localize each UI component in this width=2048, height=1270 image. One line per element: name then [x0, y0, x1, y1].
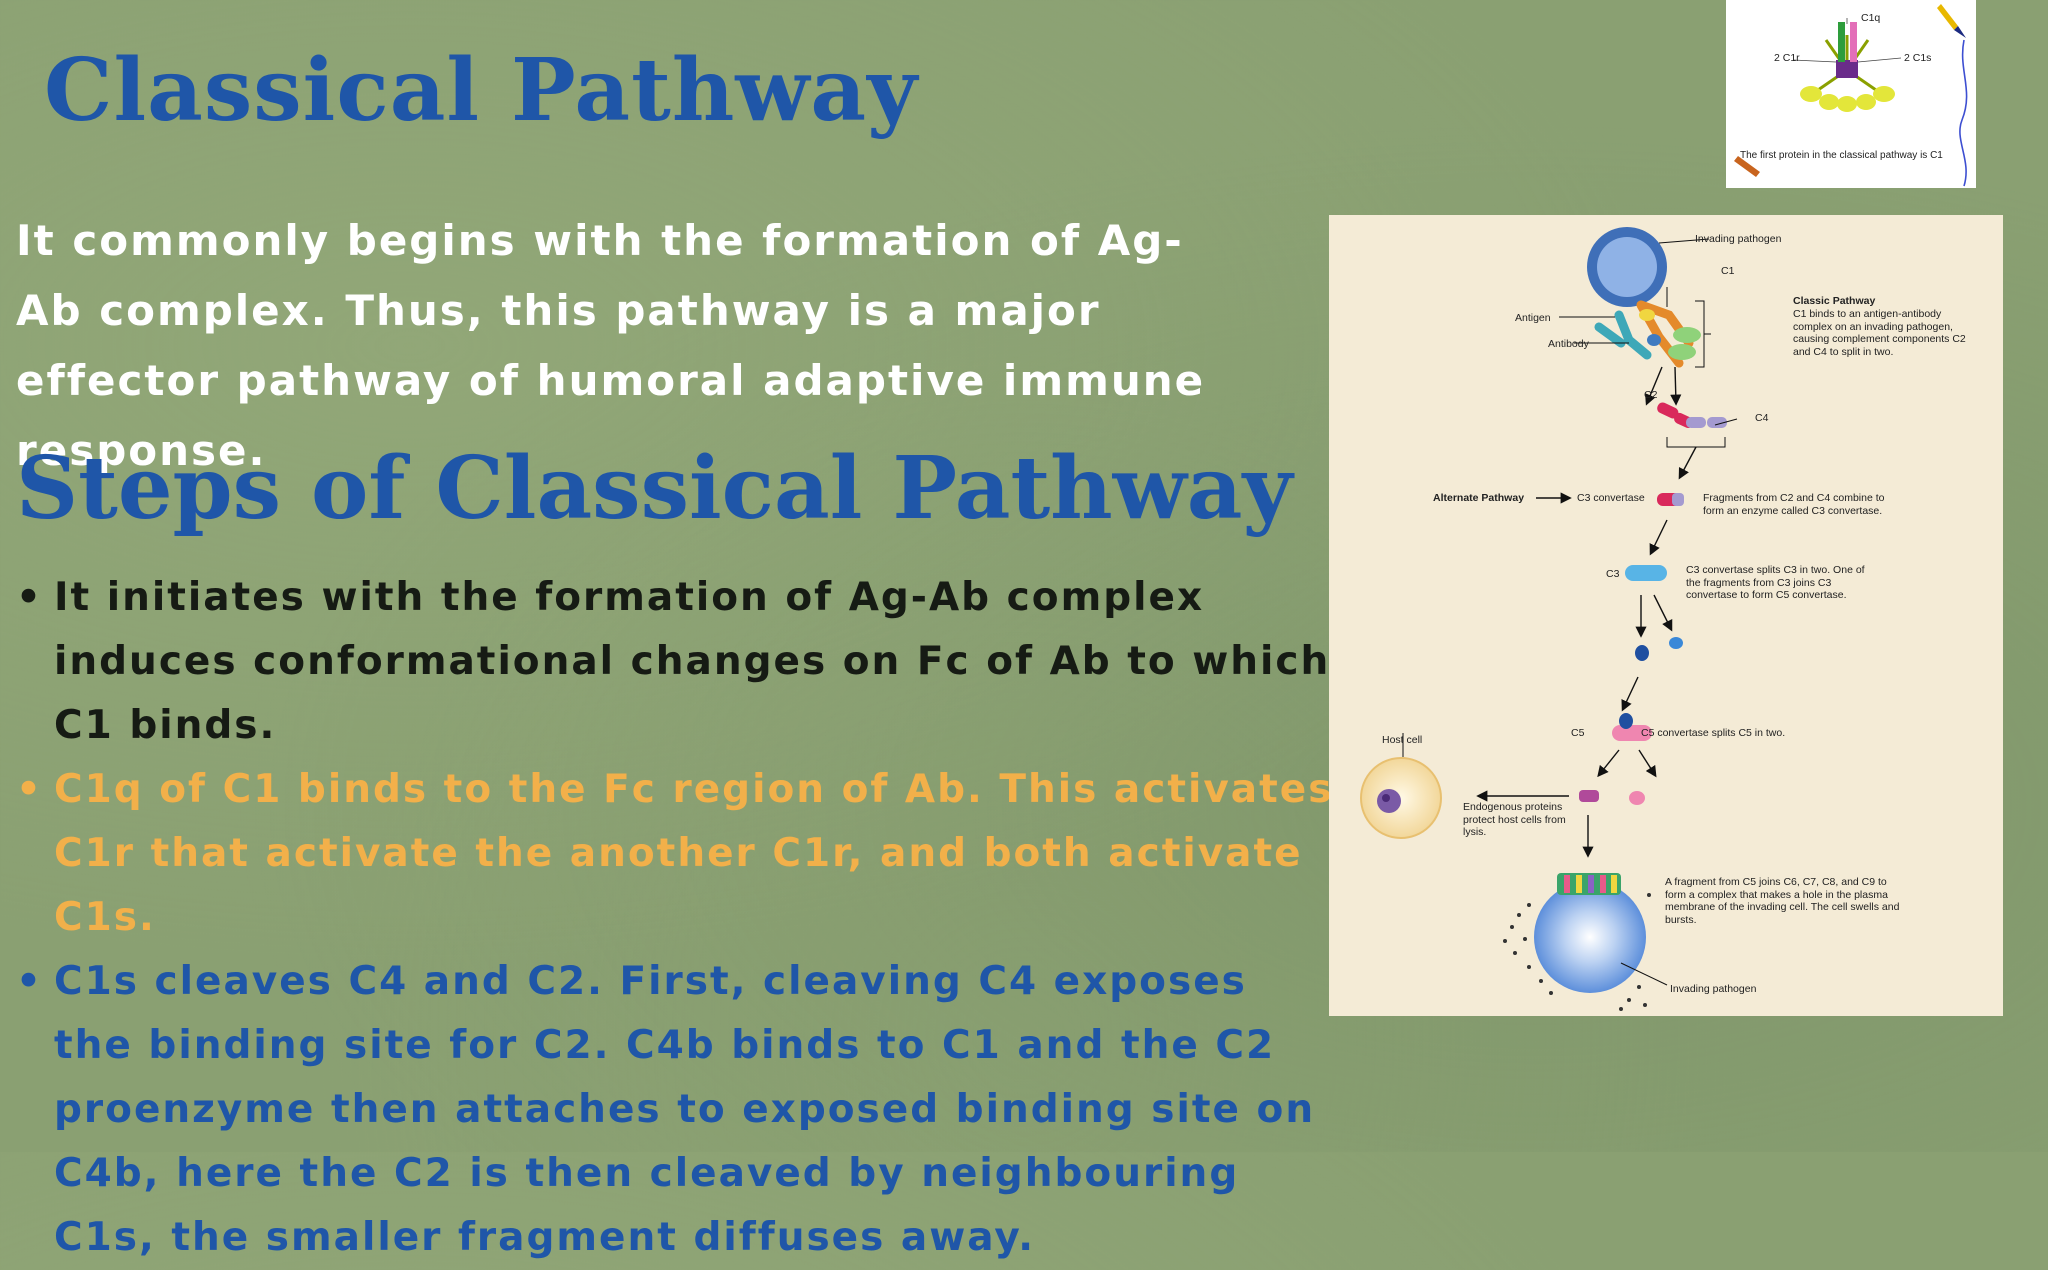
c3-label: C3	[1606, 568, 1620, 580]
mac-description: A fragment from C5 joins C6, C7, C8, and…	[1665, 876, 1900, 926]
pathway-illustration	[1360, 227, 1738, 1011]
antibody-label: Antibody	[1548, 338, 1589, 350]
invading-pathogen-bottom-label: Invading pathogen	[1670, 983, 1757, 995]
step-item-2: •C1q of C1 binds to the Fc region of Ab.…	[16, 758, 1336, 950]
c1r-label: 2 C1r	[1774, 52, 1800, 64]
bullet: •	[16, 959, 43, 1004]
c1-structure-illustration	[1734, 4, 1968, 187]
c2-label: C2	[1644, 389, 1658, 401]
complement-pathway-diagram: Invading pathogen C1 Antigen Antibody Cl…	[1329, 215, 2003, 1016]
c1-label: C1	[1721, 265, 1735, 277]
alternate-pathway-label: Alternate Pathway	[1433, 492, 1525, 504]
step-item-3: •C1s cleaves C4 and C2. First, cleaving …	[16, 950, 1336, 1270]
classic-pathway-title: Classic Pathway	[1793, 295, 1876, 307]
step-text-2: C1q of C1 binds to the Fc region of Ab. …	[54, 767, 1334, 940]
c1q-label: C1q	[1861, 12, 1881, 24]
invading-pathogen-label: Invading pathogen	[1695, 233, 1782, 245]
c1s-label: 2 C1s	[1904, 52, 1932, 64]
bullet: •	[16, 575, 43, 620]
thumbnail-caption: The first protein in the classical pathw…	[1740, 150, 1943, 161]
step-item-1: •It initiates with the formation of Ag-A…	[16, 566, 1336, 758]
antigen-label: Antigen	[1515, 312, 1551, 324]
c3-convertase-label: C3 convertase	[1577, 492, 1645, 504]
endogenous-proteins-description: Endogenous proteins protect host cells f…	[1463, 801, 1566, 838]
fragments-description: Fragments from C2 and C4 combine to form…	[1703, 492, 1885, 517]
c1-structure-image: C1q 2 C1r 2 C1s	[1726, 0, 1976, 188]
intro-paragraph: It commonly begins with the formation of…	[16, 216, 1206, 475]
section-subtitle: Steps of Classical Pathway	[16, 438, 1293, 539]
c5-description: C5 convertase splits C5 in two.	[1641, 727, 1786, 739]
c5-label: C5	[1571, 727, 1585, 739]
steps-list: •It initiates with the formation of Ag-A…	[16, 566, 1336, 1270]
c4-label: C4	[1755, 412, 1769, 424]
slide-title: Classical Pathway	[44, 40, 919, 141]
c3-description: C3 convertase splits C3 in two. One of t…	[1686, 564, 1865, 601]
step-text-1: It initiates with the formation of Ag-Ab…	[54, 575, 1331, 748]
host-cell-label: Host cell	[1382, 734, 1423, 746]
bullet: •	[16, 767, 43, 812]
classic-pathway-description: C1 binds to an antigen-antibody complex …	[1793, 308, 1966, 358]
step-text-3: C1s cleaves C4 and C2. First, cleaving C…	[54, 959, 1316, 1260]
